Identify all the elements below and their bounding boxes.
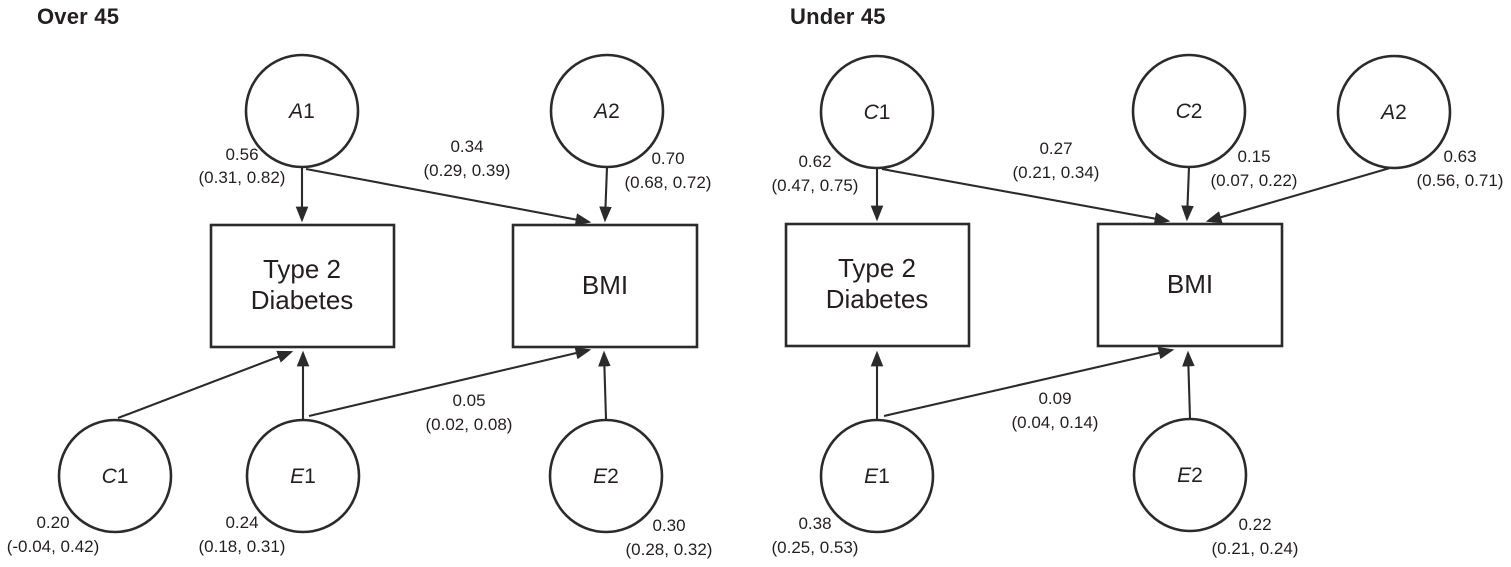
node-a2-label: A2 <box>1379 101 1407 124</box>
arrow-a1-to-bmi <box>305 167 592 226</box>
panel-title: Over 45 <box>37 4 119 29</box>
node-a2-circle <box>1336 54 1452 170</box>
node-e1-circle <box>245 418 361 534</box>
coef-e1-diabetes: 0.38(0.25, 0.53) <box>772 514 859 557</box>
node-e1-label: E1 <box>864 465 890 488</box>
arrow-e1-to-bmi <box>308 346 592 418</box>
arrow-e1-to-bmi <box>883 346 1175 418</box>
box-diabetes-label-line1: Type 2 <box>838 253 916 283</box>
node-a2-circle <box>549 53 665 169</box>
box-bmi <box>511 223 699 349</box>
coef-e1-bmi: 0.05(0.02, 0.08) <box>426 391 513 434</box>
box-diabetes-label-line1: Type 2 <box>263 254 341 284</box>
coef-c1-diabetes: 0.20(-0.04, 0.42) <box>7 513 100 556</box>
node-c1-label: C1 <box>102 465 129 488</box>
node-e2-label: E2 <box>1177 464 1203 487</box>
node-e1-label: E1 <box>290 465 316 488</box>
box-diabetes-label-line2: Diabetes <box>826 284 929 314</box>
box-diabetes <box>784 222 971 348</box>
node-a1-circle <box>244 53 360 169</box>
arrow-a2-to-bmi <box>599 166 612 223</box>
node-c2-circle <box>1131 53 1247 169</box>
node-c1-circle <box>819 54 935 170</box>
arrow-e2-to-bmi <box>598 350 611 420</box>
arrow-c1-to-bmi <box>881 167 1171 225</box>
node-c1-label: C1 <box>864 101 891 124</box>
coef-a2-bmi: 0.70(0.68, 0.72) <box>625 149 712 192</box>
node-a2-label: A2 <box>592 100 620 123</box>
arrow-c2-to-bmi <box>1181 166 1194 222</box>
coef-e1-diabetes: 0.24(0.18, 0.31) <box>199 513 286 556</box>
coef-a1-bmi: 0.34(0.29, 0.39) <box>424 137 511 180</box>
coef-e2-bmi: 0.30(0.28, 0.32) <box>626 516 713 559</box>
coef-e2-bmi: 0.22(0.21, 0.24) <box>1212 515 1299 558</box>
node-c1-circle <box>57 418 173 534</box>
arrow-c1-to-diabetes <box>117 350 294 419</box>
node-e2-label: E2 <box>593 465 619 488</box>
node-e2-circle <box>1132 417 1248 533</box>
panel-title: Under 45 <box>790 4 886 29</box>
coef-a2-bmi: 0.63(0.56, 0.71) <box>1417 147 1504 190</box>
box-bmi <box>1096 222 1284 348</box>
coef-c2-bmi: 0.15(0.07, 0.22) <box>1211 147 1298 190</box>
box-bmi-label: BMI <box>1167 269 1213 299</box>
node-a1-label: A1 <box>287 100 315 123</box>
panel-under-45: Under 45 C1 C2 A2 E1 E2 Type 2 Diabetes … <box>772 4 1504 558</box>
node-e2-circle <box>548 418 664 534</box>
node-e1-circle <box>819 418 935 534</box>
arrow-a2-to-bmi <box>1205 166 1391 224</box>
coef-a1-diabetes: 0.56(0.31, 0.82) <box>199 145 286 187</box>
box-bmi-label: BMI <box>582 270 628 300</box>
coef-e1-bmi: 0.09(0.04, 0.14) <box>1012 389 1099 432</box>
panel-over-45: Over 45 A1 A2 C1 E1 E2 Type 2 Diabetes B… <box>7 4 713 559</box>
node-c2-label: C2 <box>1176 100 1203 123</box>
box-diabetes <box>209 223 396 349</box>
arrow-e2-to-bmi <box>1182 350 1195 419</box>
box-diabetes-label-line2: Diabetes <box>251 285 354 315</box>
coef-c1-bmi: 0.27(0.21, 0.34) <box>1013 139 1100 182</box>
coef-c1-diabetes: 0.62(0.47, 0.75) <box>772 152 859 195</box>
